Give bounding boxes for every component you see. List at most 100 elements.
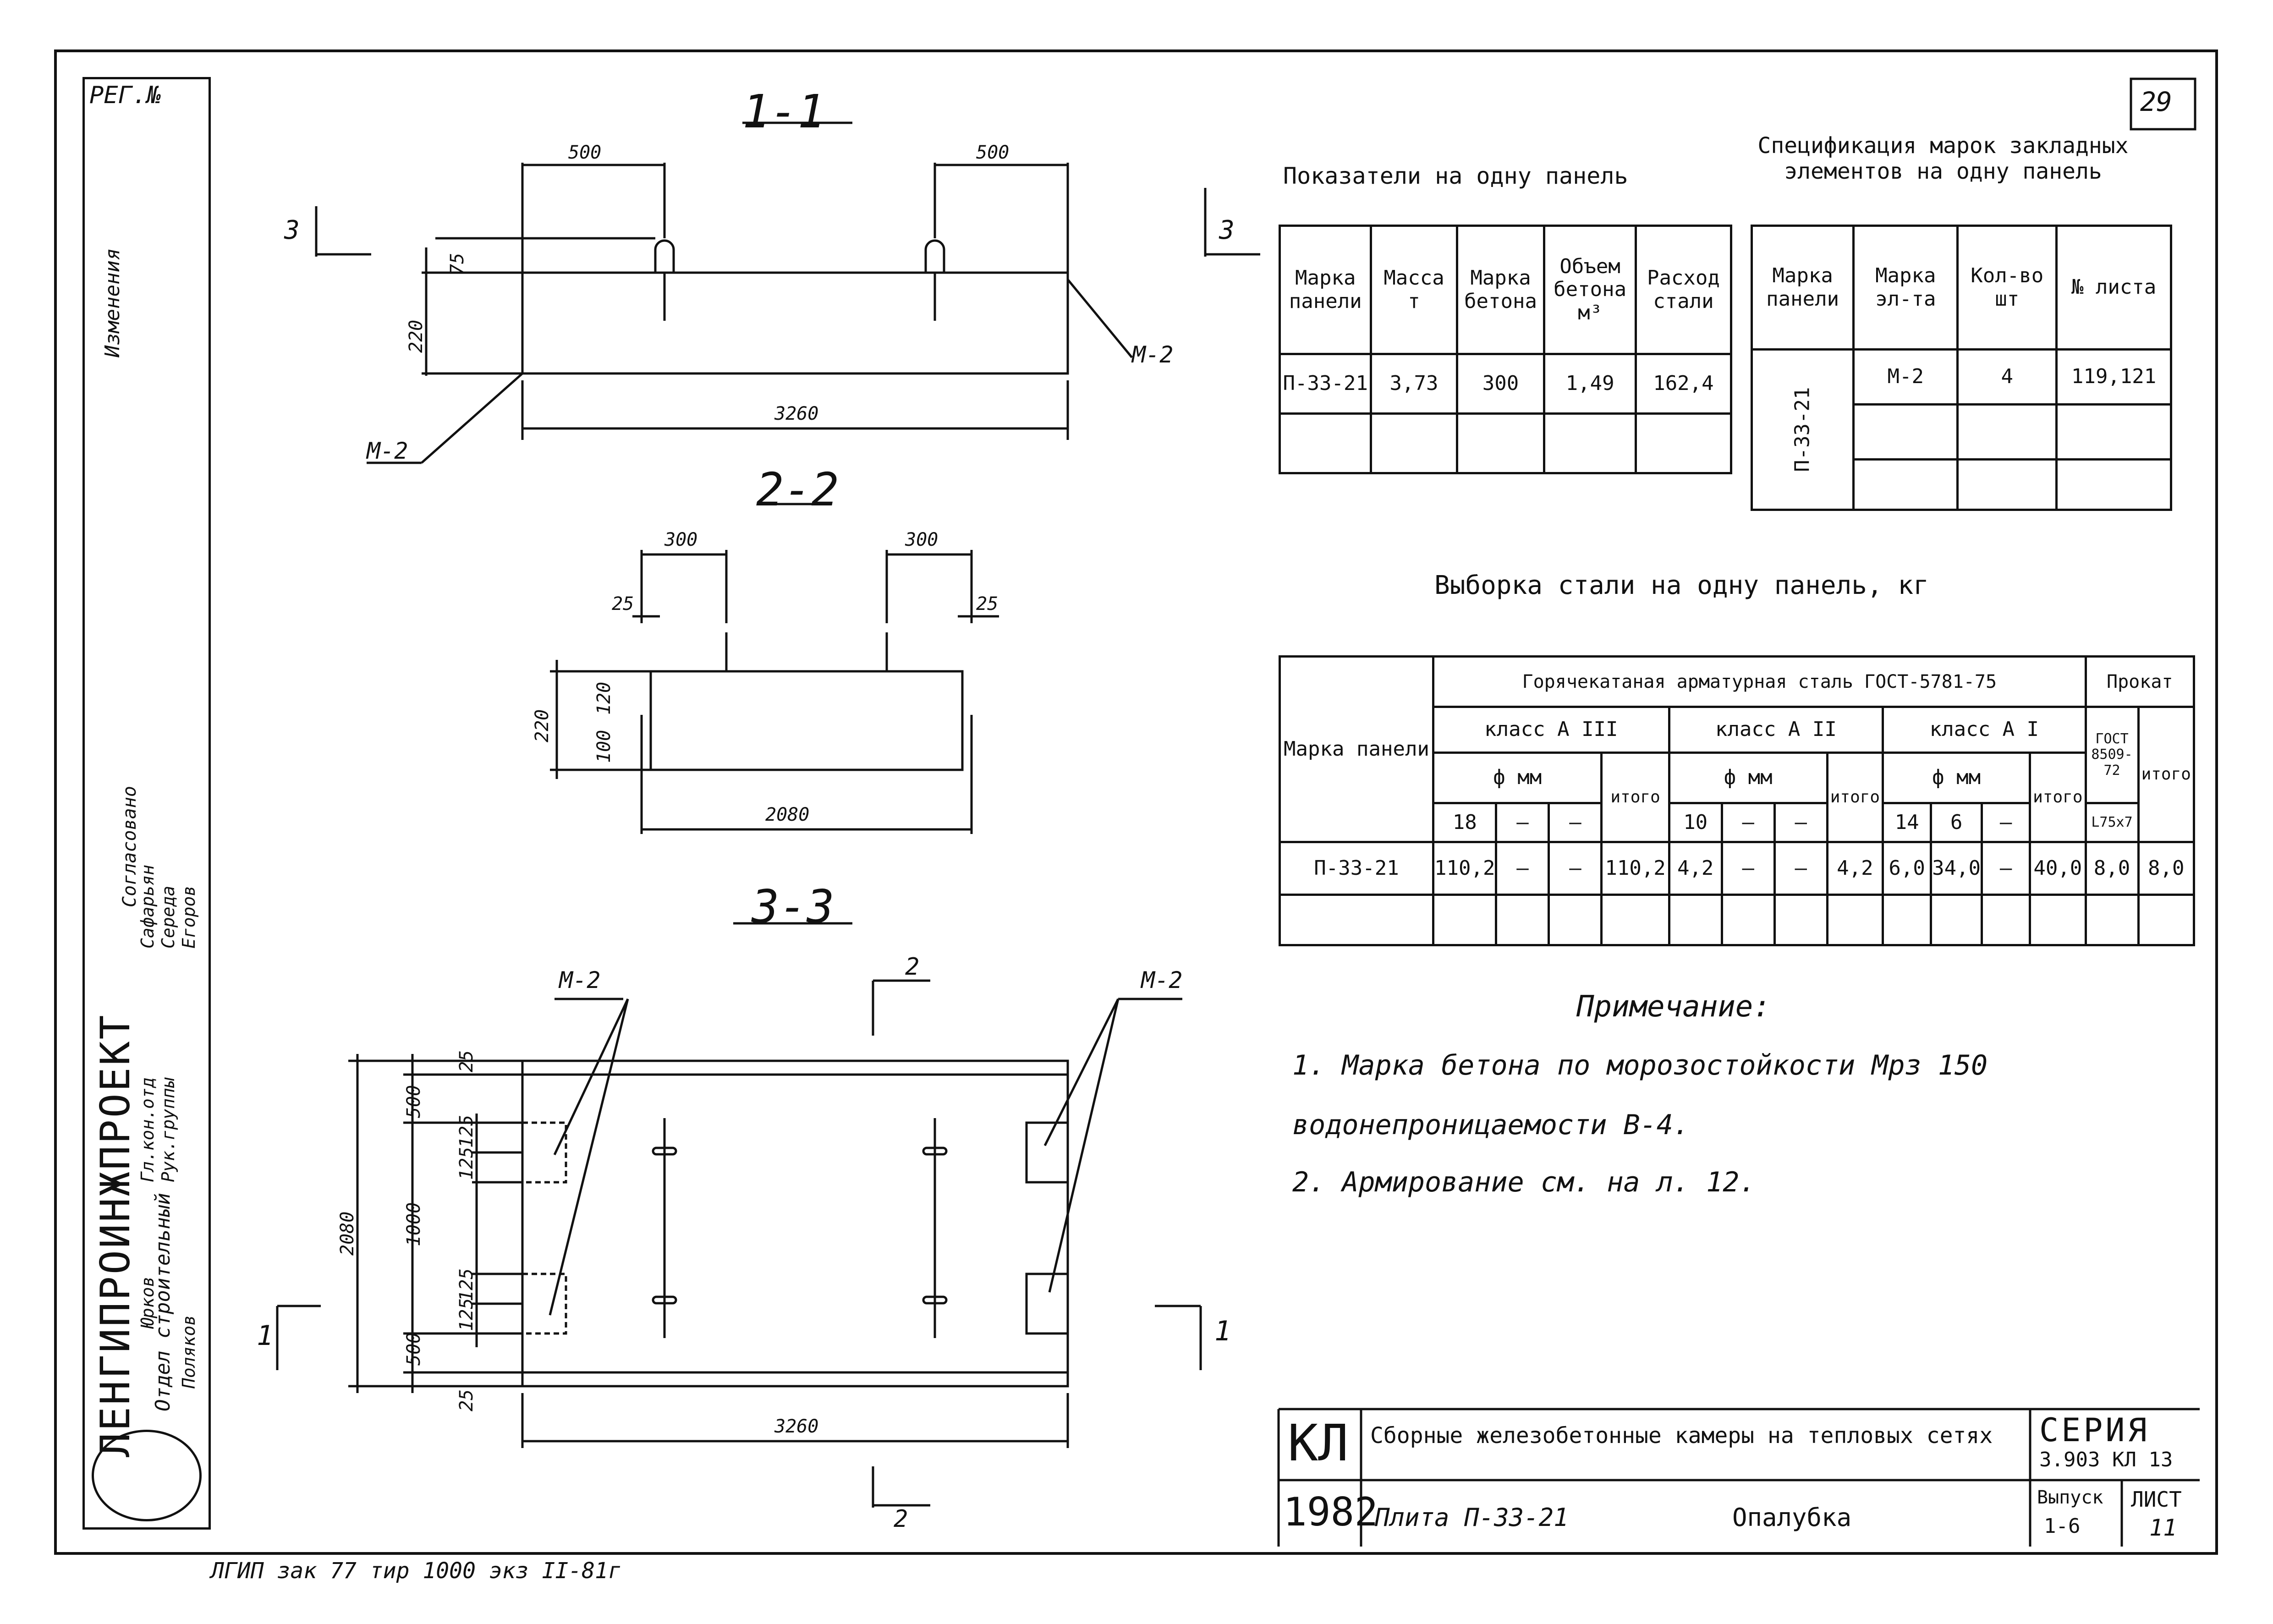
steel-cell: 8,0 (2137, 841, 2196, 896)
steel-dia: 18 (1432, 802, 1498, 843)
spec-cell: 4 (1956, 348, 2058, 406)
steel-cell: — (1981, 841, 2031, 896)
section-3-3 (276, 922, 1202, 1508)
note-line-3: 2. Армирование см. на л. 12. (1292, 1166, 1756, 1198)
section-2-2-title: 2-2 (756, 463, 839, 516)
tb-series-label: СЕРИЯ (2039, 1411, 2150, 1449)
tb-series-value: 3.903 КЛ 13 (2039, 1448, 2173, 1471)
s22-dim-300a: 300 (664, 529, 698, 550)
spec-table: Марка панели Марка эл-та Кол-во шт № лис… (1750, 225, 2172, 511)
s33-dim-3260: 3260 (774, 1416, 819, 1437)
steel-dia: — (1720, 802, 1776, 843)
notes-title: Примечание: (1576, 990, 1771, 1024)
steel-dia-1: ф мм (1882, 752, 2031, 804)
steel-dia: L75x7 (2084, 802, 2140, 843)
spec-title: Спецификация марок закладных элементов н… (1757, 133, 2129, 184)
reg-label: РЕГ.№ (89, 82, 161, 109)
tb-code: КЛ (1288, 1414, 1349, 1472)
steel-dia: — (1981, 802, 2031, 843)
s33-label-m2-right: M-2 (1141, 967, 1183, 993)
steel-cell: 34,0 (1930, 841, 1983, 896)
tb-sheet-value: 11 (2149, 1514, 2177, 1541)
s22-dim-100: 100 (593, 730, 615, 763)
tb-sheet-label: ЛИСТ (2131, 1487, 2182, 1512)
steel-cell: 4,2 (1826, 841, 1884, 896)
tb-issue-value: 1-6 (2044, 1514, 2081, 1538)
spec-h-element: Марка эл-та (1852, 225, 1959, 351)
steel-dia: 10 (1668, 802, 1723, 843)
steel-total-1: итого (2029, 752, 2087, 843)
indicators-title: Показатели на одну панель (1283, 163, 1628, 189)
s33-dim-125c: 125 (456, 1268, 477, 1301)
s33-mark-2-bottom: 2 (894, 1505, 908, 1533)
s33-dim-125d: 125 (456, 1298, 477, 1331)
steel-cell: 8,0 (2084, 841, 2140, 896)
sidebar-border (82, 77, 211, 1530)
section-1-1-title: 1-1 (742, 85, 825, 138)
s33-mark-1-right: 1 (1214, 1315, 1231, 1347)
s33-dim-25a: 25 (456, 1050, 477, 1072)
note-line-2: водонепроницаемости В-4. (1292, 1109, 1690, 1141)
spec-h-panel: Марка панели (1750, 225, 1855, 351)
steel-dia-3: ф мм (1432, 752, 1603, 804)
steel-total-3: итого (1600, 752, 1670, 843)
s11-dim-500b: 500 (976, 142, 1010, 163)
spec-cell: 119,121 (2055, 348, 2172, 406)
table-row: П-33-21 110,2 — — 110,2 4,2 — — 4,2 6,0 … (1279, 841, 2196, 896)
steel-cell: 110,2 (1600, 841, 1670, 896)
steel-cell: — (1720, 841, 1776, 896)
table-row: П-33-21 М-2 4 119,121 (1750, 348, 2172, 511)
sheet-number-top: 29 (2140, 86, 2172, 117)
s11-label-m2-right: M-2 (1132, 341, 1174, 368)
tb-year: 1982 (1283, 1489, 1378, 1535)
steel-cell: П-33-21 (1279, 841, 1434, 896)
ind-cell: 162,4 (1634, 353, 1733, 415)
s22-dim-120: 120 (593, 681, 615, 715)
ind-h-steel: Расход стали (1634, 225, 1733, 355)
s33-dim-125b: 125 (456, 1147, 477, 1180)
steel-dia-2: ф мм (1668, 752, 1828, 804)
tb-element: Плита П-33-21 (1375, 1503, 1569, 1532)
spec-h-qty: Кол-во шт (1956, 225, 2058, 351)
spec-panel: П-33-21 (1790, 387, 1814, 472)
table-row: П-33-21 3,73 300 1,49 162,4 (1278, 353, 1733, 415)
s33-dim-1000: 1000 (403, 1202, 424, 1246)
s11-mark-3-right: 3 (1219, 215, 1235, 245)
steel-rolled-total: итого (2137, 706, 2196, 843)
ind-h-mass: Масса т (1370, 225, 1458, 355)
steel-cell: 4,2 (1668, 841, 1723, 896)
s33-dim-2080: 2080 (337, 1211, 358, 1256)
steel-cell: — (1548, 841, 1603, 896)
steel-gost: ГОСТ 8509-72 (2084, 706, 2140, 804)
ind-cell: 300 (1455, 353, 1546, 415)
section-3-3-title: 3-3 (752, 880, 835, 933)
ind-cell: 3,73 (1370, 353, 1458, 415)
steel-class-1: класс А I (1882, 706, 2087, 754)
s22-dim-2080: 2080 (765, 804, 810, 825)
ind-cell: П-33-21 (1278, 353, 1373, 415)
org-logo (92, 1430, 202, 1521)
s11-dim-220: 220 (406, 319, 427, 353)
tb-drawing: Опалубка (1732, 1503, 1852, 1532)
s33-mark-1-left: 1 (257, 1320, 274, 1352)
tb-issue-label: Выпуск (2037, 1487, 2103, 1508)
s11-dim-500a: 500 (568, 142, 602, 163)
spec-cell: М-2 (1852, 348, 1959, 406)
steel-dia: 14 (1882, 802, 1933, 843)
steel-total-2: итого (1826, 752, 1884, 843)
steel-h-group: Горячекатаная арматурная сталь ГОСТ-5781… (1432, 655, 2087, 708)
steel-class-2: класс А II (1668, 706, 1884, 754)
steel-cell: — (1773, 841, 1828, 896)
s11-dim-3260: 3260 (774, 403, 819, 424)
drawing-frame (54, 49, 2218, 1555)
section-1-1 (315, 121, 1260, 464)
tb-project: Сборные железобетонные камеры на тепловы… (1370, 1423, 1993, 1448)
steel-dia: 6 (1930, 802, 1983, 843)
steel-dia: — (1548, 802, 1603, 843)
s22-dim-300b: 300 (905, 529, 939, 550)
s33-dim-25b: 25 (456, 1389, 477, 1411)
s11-label-m2-left: M-2 (367, 438, 408, 464)
ind-h-volume: Объем бетона м³ (1543, 225, 1637, 355)
steel-title: Выборка стали на одну панель, кг (1434, 571, 1929, 600)
